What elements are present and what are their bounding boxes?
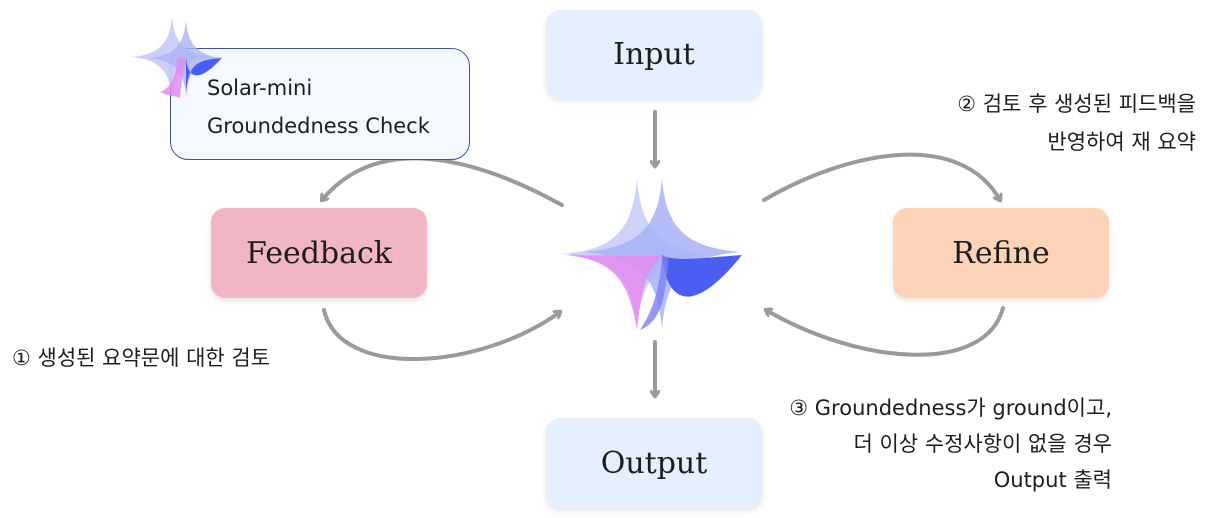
- feedback-node: Feedback: [211, 208, 427, 298]
- arrow-center-to-refine: [762, 152, 1000, 200]
- input-label: Input: [613, 36, 695, 72]
- refine-node: Refine: [893, 208, 1109, 298]
- step3-note-line1: ③ Groundedness가 ground이고,: [789, 396, 1112, 420]
- step1-note: ① 생성된 요약문에 대한 검토: [12, 346, 271, 370]
- step2-note-line1: ② 검토 후 생성된 피드백을: [957, 92, 1196, 116]
- callout-title: Solar-mini: [207, 76, 313, 100]
- arrow-refine-to-center: [766, 306, 1005, 357]
- solar-mini-callout: [170, 48, 470, 160]
- arrow-feedback-to-center: [322, 308, 560, 361]
- step3-note-line3: Output 출력: [993, 468, 1112, 492]
- callout-subtitle: Groundedness Check: [207, 114, 430, 138]
- input-node: Input: [546, 10, 762, 98]
- step3-note-line2: 더 이상 수정사항이 없을 경우: [853, 432, 1112, 456]
- output-label: Output: [600, 445, 708, 481]
- step2-note-line2: 반영하여 재 요약: [1047, 130, 1196, 154]
- output-node: Output: [546, 418, 762, 508]
- arrow-center-to-feedback: [322, 156, 564, 207]
- refine-label: Refine: [952, 235, 1050, 271]
- feedback-label: Feedback: [246, 235, 392, 271]
